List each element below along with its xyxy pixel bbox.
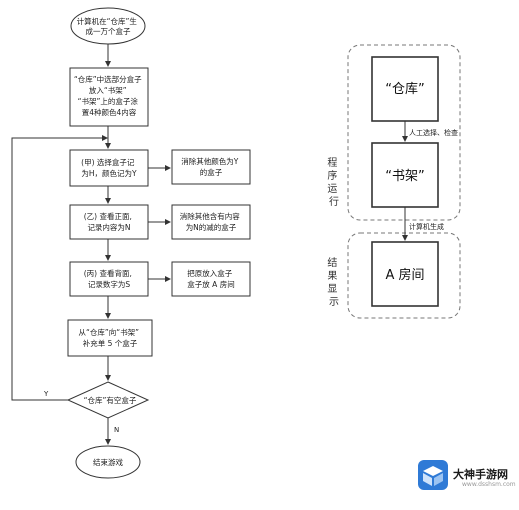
step-b-line-2: 记录内容为N: [87, 222, 130, 232]
warehouse-box: [371, 56, 439, 122]
step-a-side-line-2: 的盒子: [200, 167, 223, 177]
step-c-text: (丙) 查看背面, 记录数字为S: [84, 268, 135, 289]
watermark-name: 大神手游网: [453, 468, 508, 481]
shelf-label: “书架”: [385, 169, 424, 184]
step-b-box: [69, 204, 149, 240]
init-line-4: 置4种颜色4内容: [82, 107, 137, 117]
step-c-line-2: 记录数字为S: [88, 279, 130, 289]
step-c-side-text: 把原放入盒子 盒子放 A 房间: [187, 268, 234, 289]
group-program-run: [347, 44, 461, 221]
step-c-box: [69, 261, 149, 297]
start-line-1: 计算机在“仓库”生: [77, 16, 138, 26]
group1-char-4: 行: [329, 195, 339, 208]
shelf-box: [371, 142, 439, 208]
step-c-line-1: (丙) 查看背面,: [84, 268, 132, 278]
start-node: [70, 7, 146, 45]
group2-char-3: 显: [327, 283, 337, 295]
step-c-side-line-2: 盒子放 A 房间: [187, 279, 234, 289]
step-b-side-text: 消除其他含有内容 为N的减的盒子: [180, 211, 242, 232]
loop-yes-line: [11, 137, 106, 401]
watermark-url: www.dsshsm.com: [462, 481, 516, 488]
move-step-text: 从“仓库”向“书架” 补充单 5 个盒子: [79, 327, 142, 348]
step-a-text: (甲) 选择盒子记 为H，颜色记为Y: [81, 157, 137, 178]
group1-char-1: 程: [327, 157, 337, 169]
room-box: [371, 241, 439, 307]
group2-char-2: 果: [327, 270, 337, 282]
init-step-text: “仓库”中选部分盒子 放入“书架” “书架”上的盒子涂 置4种颜色4内容: [74, 74, 144, 117]
step-a-box: [69, 149, 149, 187]
warehouse-label: “仓库”: [385, 81, 424, 97]
room-label: A 房间: [385, 267, 424, 283]
yes-label: Y: [43, 390, 49, 398]
no-label: N: [114, 426, 119, 434]
init-line-1: “仓库”中选部分盒子: [74, 74, 142, 84]
move-step-box: [67, 319, 153, 357]
end-text: 结束游戏: [93, 457, 123, 467]
step-a-side-box: [171, 149, 251, 185]
step-b-side-line-2: 为N的减的盒子: [186, 222, 237, 232]
init-line-2: 放入“书架”: [89, 85, 127, 95]
start-text: 计算机在“仓库”生 成一万个盒子: [77, 16, 140, 36]
step-c-side-line-1: 把原放入盒子: [187, 268, 232, 278]
group2-char-1: 结: [327, 256, 337, 269]
group1-char-2: 序: [327, 169, 337, 182]
step-b-line-1: (乙) 查看正面,: [84, 211, 132, 221]
watermark-logo-icon: [418, 460, 448, 490]
end-node: [75, 445, 141, 479]
start-line-2: 成一万个盒子: [86, 26, 131, 36]
step-b-side-line-1: 消除其他含有内容: [180, 211, 240, 221]
init-line-3: “书架”上的盒子涂: [78, 96, 139, 106]
step-a-side-text: 消除其他颜色为Y 的盒子: [181, 156, 240, 177]
step-a-side-line-1: 消除其他颜色为Y: [181, 156, 238, 166]
group1-char-3: 运: [327, 183, 337, 195]
move-line-2: 补充单 5 个盒子: [83, 338, 138, 348]
init-step-box: [69, 67, 149, 127]
decision-text: “仓库”有空盒子: [84, 395, 137, 405]
arrow2-label: 计算机生成: [409, 222, 444, 231]
step-b-side-box: [171, 204, 251, 240]
group2-char-4: 示: [329, 297, 339, 308]
group-result-display: [347, 232, 461, 319]
step-c-side-box: [171, 261, 251, 297]
group1-label: 程 序 运 行: [327, 157, 340, 208]
step-b-text: (乙) 查看正面, 记录内容为N: [84, 211, 135, 232]
move-line-1: 从“仓库”向“书架”: [79, 327, 140, 337]
arrow1-label: 人工选择、检查: [409, 128, 458, 137]
group2-label: 结 果 显 示: [327, 256, 340, 308]
step-a-line-2: 为H，颜色记为Y: [81, 168, 137, 178]
step-a-line-1: (甲) 选择盒子记: [81, 157, 135, 167]
